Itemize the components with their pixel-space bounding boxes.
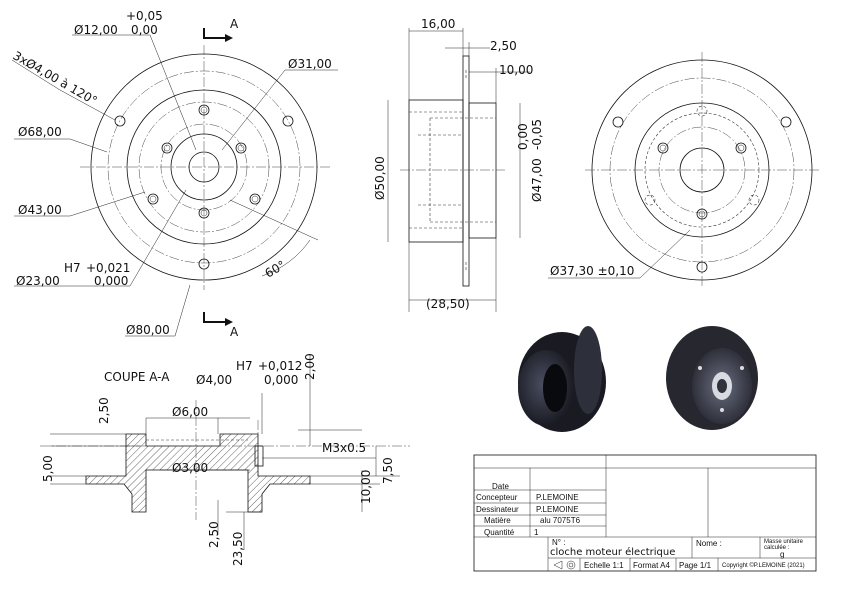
label-h7: H7 xyxy=(64,261,81,275)
tol-h7-lower: 0,000 xyxy=(94,274,128,288)
dim-10-00: 10,00 xyxy=(359,470,373,504)
front-view: +0,05 Ø12,00 0,00 A 3xØ4,00 à 120° Ø31,0… xyxy=(11,9,338,339)
dim-2-50: 2,50 xyxy=(490,39,517,53)
dim-d12: Ø12,00 xyxy=(74,23,118,37)
tb-dessinateur-label: Dessinateur xyxy=(476,505,519,514)
tol-upper-12: +0,05 xyxy=(126,9,163,23)
dim-d68: Ø68,00 xyxy=(18,125,62,139)
dim-2-00: 2,00 xyxy=(303,353,317,380)
tol-h7-sec-upper: +0,012 xyxy=(258,359,302,373)
tb-dessinateur: P.LEMOINE xyxy=(536,505,579,514)
side-view: 16,00 2,50 10,00 Ø50,00 0,00 Ø47,00 -0,0… xyxy=(373,17,544,312)
tb-part-name: cloche moteur électrique xyxy=(550,546,675,558)
tb-concepteur-label: Concepteur xyxy=(476,493,518,502)
tb-echelle: Echelle 1:1 xyxy=(584,561,624,570)
dim-d37-30: Ø37,30 ±0,10 xyxy=(550,264,634,278)
tb-copyright: Copyright ©P.LEMOINE (2021) xyxy=(722,562,805,569)
tol-d47-lower: -0,05 xyxy=(530,119,544,150)
title-block: Date Concepteur P.LEMOINE Dessinateur P.… xyxy=(473,454,817,572)
dim-holes: 3xØ4,00 à 120° xyxy=(11,48,100,108)
tb-no-label: N° : xyxy=(552,538,565,547)
label-h7-sec: H7 xyxy=(236,359,253,373)
tb-quantite: 1 xyxy=(534,528,539,537)
tb-nome-label: Nome : xyxy=(696,539,722,548)
dim-d50: Ø50,00 xyxy=(373,156,387,200)
tb-matiere: alu 7075T6 xyxy=(540,516,581,525)
tb-masse-label-2: calculée : xyxy=(764,545,790,551)
tol-d47-upper: 0,00 xyxy=(516,123,530,150)
section-letter-top: A xyxy=(230,17,239,31)
dim-d4: Ø4,00 xyxy=(196,373,232,387)
dim-16: 16,00 xyxy=(421,17,455,31)
tol-h7-upper: +0,021 xyxy=(86,261,130,275)
tb-date-label: Date xyxy=(492,482,509,491)
dim-2-50-top: 2,50 xyxy=(97,397,111,424)
tb-concepteur: P.LEMOINE xyxy=(536,493,579,502)
dim-d31: Ø31,00 xyxy=(288,57,332,71)
tb-page: Page 1/1 xyxy=(679,561,712,570)
dim-ref-28-50: (28,50) xyxy=(426,297,470,311)
dim-2-50-bot: 2,50 xyxy=(207,521,221,548)
dim-d80: Ø80,00 xyxy=(126,323,170,337)
tb-quantite-label: Quantité xyxy=(484,528,515,537)
section-title: COUPE A-A xyxy=(104,370,170,384)
tol-h7-sec-lower: 0,000 xyxy=(264,373,298,387)
dim-d3: Ø3,00 xyxy=(172,461,208,475)
inner-holes xyxy=(147,104,261,219)
tb-masse-label-1: Masse unitaire xyxy=(764,539,804,545)
dim-10: 10,00 xyxy=(499,63,533,77)
tb-masse-unit: g xyxy=(780,550,784,559)
dim-d23: Ø23,00 xyxy=(16,274,60,288)
dim-thread: M3x0.5 xyxy=(322,441,366,455)
section-aa: COUPE A-A Ø4,00 H7 +0,012 0,000 2,00 2,5 xyxy=(40,353,410,566)
dim-d6: Ø6,00 xyxy=(172,405,208,419)
render-3d-front xyxy=(666,326,758,430)
dim-7-50: 7,50 xyxy=(381,457,395,484)
tol-lower-12: 0,00 xyxy=(131,23,158,37)
section-letter-bottom: A xyxy=(230,325,239,339)
projection-symbol-icon xyxy=(553,560,576,570)
dim-23-50: 23,50 xyxy=(231,532,245,566)
tb-format: Format A4 xyxy=(633,561,670,570)
right-view: Ø37,30 ±0,10 xyxy=(548,52,820,288)
dim-5-00: 5,00 xyxy=(41,455,55,482)
dim-d43: Ø43,00 xyxy=(18,203,62,217)
render-3d-back xyxy=(518,326,606,432)
dim-d47: Ø47,00 xyxy=(530,158,544,202)
tb-matiere-label: Matière xyxy=(484,516,511,525)
outer-holes xyxy=(114,115,294,270)
